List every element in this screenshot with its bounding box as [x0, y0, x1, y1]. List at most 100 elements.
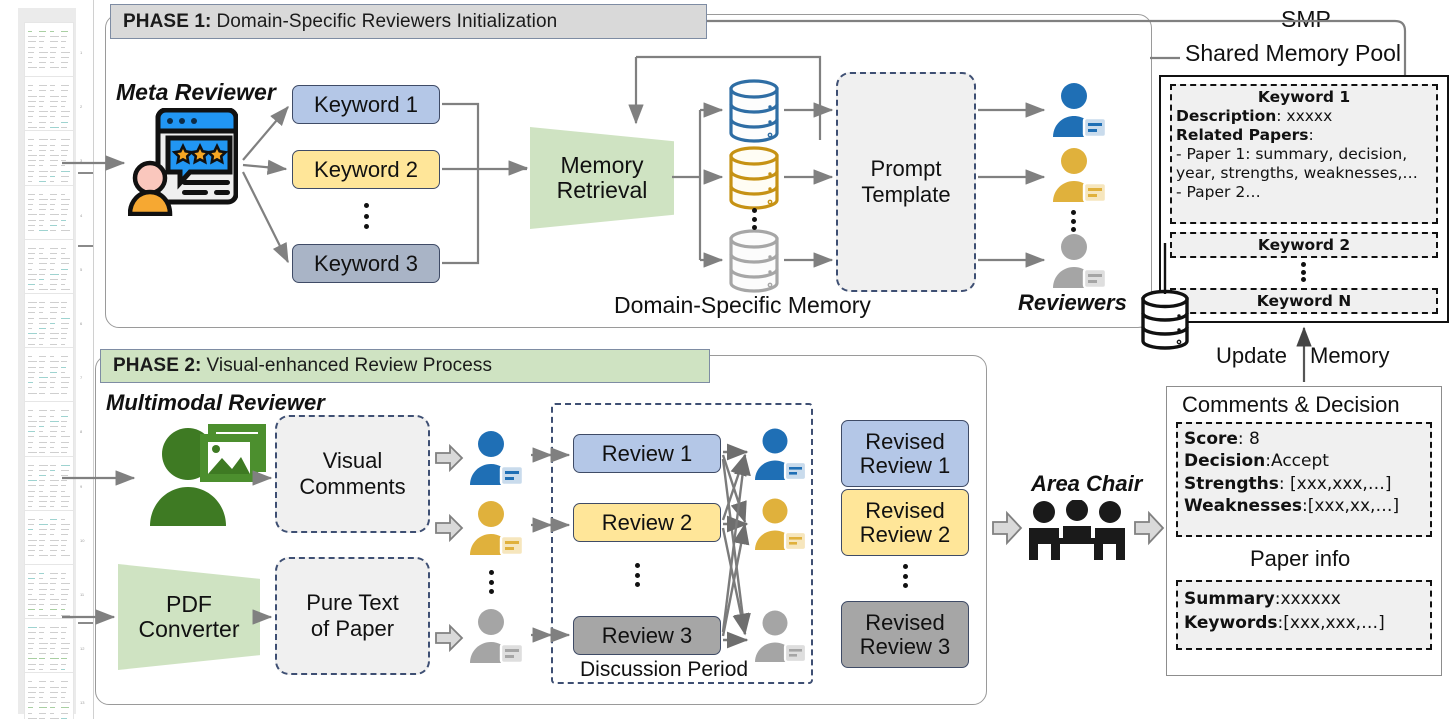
smp-paper1-line2: year, strengths, weaknesses,… — [1176, 163, 1418, 182]
revised-review-2-line2: Review 2 — [859, 521, 951, 547]
paper-keywords-label: Keywords — [1184, 613, 1278, 634]
slide-number: 10 — [80, 537, 85, 543]
smp-keyword-2-cell[interactable]: Keyword 2 — [1170, 232, 1438, 258]
update-memory-label-b: Memory — [1310, 343, 1390, 368]
revised-reviews-ellipsis — [902, 564, 908, 588]
discussion-reviewer-icon-gray — [751, 610, 809, 665]
slide-thumbnail[interactable] — [24, 618, 74, 683]
pure-text-line2: of Paper — [310, 616, 395, 641]
slide-number: 9 — [80, 483, 83, 489]
comments-decision-label: Decision — [1184, 451, 1266, 472]
discussion-period-label: Discussion Period — [580, 658, 749, 681]
revised-review-1-box[interactable]: Revised Review 1 — [841, 420, 969, 487]
comments-strengths-label: Strengths — [1184, 473, 1279, 494]
review-1-box[interactable]: Review 1 — [573, 434, 721, 473]
slide-thumbnail[interactable] — [24, 293, 74, 357]
slide-thumbnail[interactable] — [24, 184, 74, 249]
reviewers-ellipsis — [1070, 210, 1076, 232]
keyword-1-box[interactable]: Keyword 1 — [292, 85, 440, 124]
prompt-template-box[interactable]: Prompt Template — [836, 72, 976, 292]
domain-specific-memory-label: Domain-Specific Memory — [614, 292, 871, 318]
visual-comments-line2: Comments — [299, 474, 406, 499]
pure-text-box[interactable]: Pure Text of Paper — [275, 557, 430, 675]
smp-description-label: Description — [1176, 106, 1277, 125]
revised-review-1-line1: Revised — [865, 429, 945, 455]
comments-score-value: : 8 — [1237, 429, 1260, 449]
memory-retrieval-line1: Memory — [560, 151, 644, 178]
keyword-3-box[interactable]: Keyword 3 — [292, 244, 440, 283]
paper-summary-label: Summary — [1184, 589, 1275, 609]
paper-summary-row: Summary:xxxxxx — [1184, 587, 1424, 611]
rail-divider-mark — [78, 622, 94, 624]
reviewer-icon-gray — [1048, 233, 1110, 291]
slide-number: 4 — [80, 212, 83, 218]
paper-keywords-value: :[xxx,xxx,…] — [1277, 613, 1385, 634]
pdf-converter-line1: PDF — [165, 590, 212, 617]
slide-number: 11 — [80, 592, 85, 597]
slide-number: 7 — [80, 375, 83, 381]
discussion-reviewer-icon-blue — [751, 428, 809, 483]
multimodal-reviewer-label: Multimodal Reviewer — [106, 390, 325, 415]
domain-memory-db-gray — [726, 228, 782, 294]
prompt-template-line1: Prompt — [870, 156, 942, 182]
block-arrow-to-reviewer-gray — [434, 623, 464, 653]
revised-review-2-line1: Revised — [865, 498, 945, 524]
slide-thumbnail[interactable] — [24, 238, 74, 303]
paper-info-cell[interactable]: Summary:xxxxxx Keywords:[xxx,xxx,…] — [1176, 580, 1432, 650]
block-arrow-to-reviewer-yellow — [434, 513, 464, 543]
pdf-converter-line2: Converter — [138, 616, 240, 642]
smp-keyword-1-cell[interactable]: Keyword 1 Description: xxxxx Related Pap… — [1170, 84, 1438, 224]
smp-keyword-n-cell[interactable]: Keyword N — [1170, 288, 1438, 314]
comments-score-row: Score: 8 — [1184, 428, 1424, 450]
smp-keyword-n-title: Keyword N — [1256, 291, 1352, 310]
smp-related-row: Related Papers: — [1176, 126, 1432, 145]
block-arrow-from-area-chair — [1133, 510, 1165, 546]
comments-decision-cell[interactable]: Score: 8 Decision:Accept Strengths: [xxx… — [1176, 422, 1432, 537]
comments-score-label: Score — [1184, 429, 1238, 449]
slide-thumbnail[interactable] — [24, 455, 74, 520]
keyword-2-box[interactable]: Keyword 2 — [292, 150, 440, 189]
area-chair-label: Area Chair — [1031, 471, 1143, 496]
domain-memory-db-blue — [726, 78, 782, 144]
slide-number: 13 — [80, 700, 85, 706]
phase2-header: PHASE 2: Visual-enhanced Review Process — [100, 349, 710, 383]
slide-thumbnail[interactable] — [24, 672, 74, 719]
phase2-header-text: Visual-enhanced Review Process — [206, 355, 493, 376]
comments-weaknesses-label: Weaknesses — [1184, 496, 1302, 517]
comments-decision-value: :Accept — [1265, 451, 1329, 472]
visual-comments-box[interactable]: Visual Comments — [275, 415, 430, 533]
slide-number: 1 — [80, 50, 83, 55]
smp-database-icon — [1139, 289, 1191, 351]
rail-divider-mark — [78, 245, 94, 247]
memory-retrieval-line2: Retrieval — [556, 177, 648, 203]
comments-weaknesses-row: Weaknesses:[xxx,xx,…] — [1184, 495, 1424, 517]
slide-thumbnail[interactable] — [24, 22, 74, 86]
visual-comments-line1: Visual — [322, 448, 383, 474]
revised-review-2-box[interactable]: Revised Review 2 — [841, 489, 969, 556]
comments-decision-row: Decision:Accept — [1184, 450, 1424, 472]
smp-keyword-2-title: Keyword 2 — [1257, 235, 1351, 254]
review-3-box[interactable]: Review 3 — [573, 616, 721, 655]
pdf-converter-shape: PDF Converter — [118, 564, 260, 670]
slide-thumbnail[interactable] — [24, 347, 74, 412]
comments-strengths-row: Strengths: [xxx,xxx,…] — [1184, 473, 1424, 495]
slide-number: 8 — [80, 429, 83, 435]
slide-thumbnail[interactable] — [24, 401, 74, 466]
revised-review-1-line2: Review 1 — [859, 452, 951, 478]
slide-thumbnail[interactable] — [24, 509, 74, 574]
comments-strengths-value: : [xxx,xxx,…] — [1278, 473, 1392, 494]
smp-full-title: Shared Memory Pool — [1185, 40, 1402, 66]
review-2-box[interactable]: Review 2 — [573, 503, 721, 542]
block-arrow-to-area-chair — [991, 510, 1023, 546]
slide-number: 12 — [80, 646, 85, 652]
revised-review-3-box[interactable]: Revised Review 3 — [841, 601, 969, 668]
memory-retrieval-shape: Memory Retrieval — [530, 127, 674, 229]
reviewers-label: Reviewers — [1018, 290, 1127, 315]
rail-divider-mark — [78, 172, 94, 174]
rail-divider — [93, 0, 94, 719]
comments-decision-title: Comments & Decision — [1182, 392, 1400, 417]
slide-number: 3 — [80, 158, 83, 164]
phase1-header-bold: PHASE 1: — [123, 10, 212, 32]
